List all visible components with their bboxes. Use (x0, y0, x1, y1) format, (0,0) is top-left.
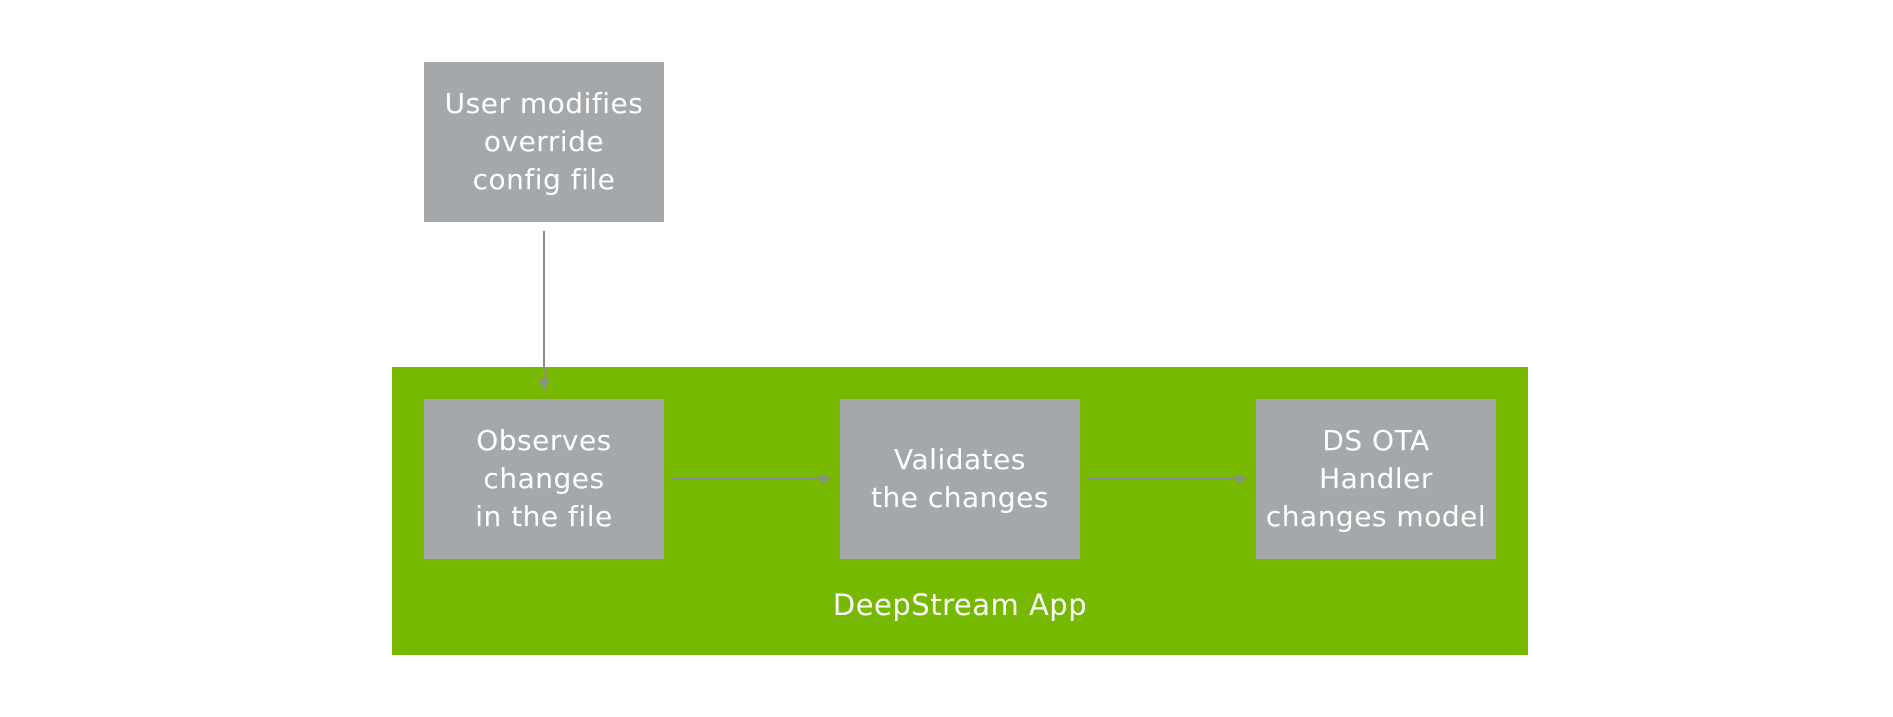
node-line: Validates (894, 443, 1026, 476)
node-ota-handler: DS OTA Handler changes model (1256, 399, 1496, 559)
node-user-modifies-config: User modifies override config file (424, 62, 664, 222)
node-line: changes (483, 462, 605, 495)
node-line: User modifies (444, 87, 644, 120)
node-line: config file (472, 163, 616, 196)
node-line: override (483, 125, 605, 158)
node-line: DS OTA (1322, 424, 1430, 457)
node-line: Observes (476, 424, 612, 457)
container-label: DeepStream App (832, 588, 1088, 622)
node-observes-changes: Observes changes in the file (424, 399, 664, 559)
node-line: Handler (1319, 462, 1433, 495)
node-line: the changes (871, 481, 1049, 514)
node-validates-changes: Validates the changes (840, 399, 1080, 559)
node-line: in the file (475, 500, 613, 533)
node-line: changes model (1265, 500, 1487, 533)
